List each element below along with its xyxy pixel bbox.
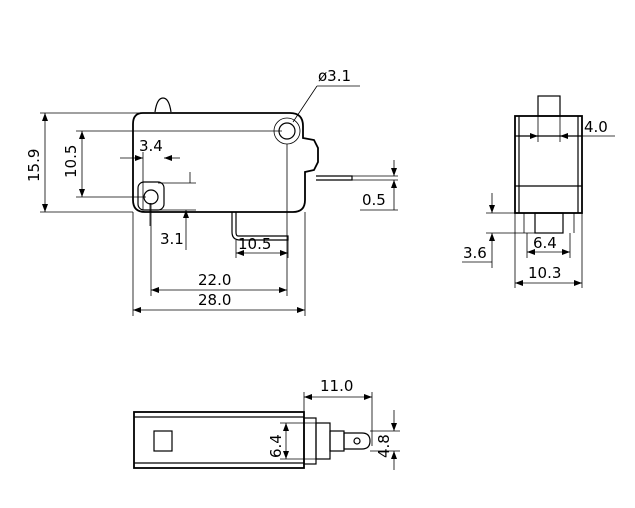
side-body [514, 115, 583, 214]
side-view: 4.0 3.6 6.4 10.3 [462, 95, 615, 288]
terminal-base [303, 417, 317, 465]
dim-total-height: 15.9 [25, 149, 43, 182]
dim-plunger-width: 4.0 [584, 118, 608, 136]
bottom-terminal [231, 212, 289, 241]
dim-body-length: 28.0 [198, 291, 231, 309]
dim-terminal-length: 10.5 [238, 235, 271, 253]
dim-body-width: 10.3 [528, 264, 561, 282]
hole-diameter-label: ø3.1 [318, 67, 351, 85]
dim-hole-height: 10.5 [62, 145, 80, 178]
switch-body [132, 112, 319, 213]
bottom-mounting-hole [143, 189, 159, 205]
actuator-bump [154, 97, 172, 113]
side-terminal-block [534, 212, 564, 234]
dim-terminal-height: 3.6 [463, 244, 487, 262]
dim-inner-width: 6.4 [533, 234, 557, 252]
dim-terminal-thickness: 0.5 [362, 191, 386, 209]
dim-tab-width: 4.8 [375, 434, 393, 458]
side-terminal [316, 175, 353, 181]
dim-hole-offset-y: 3.1 [160, 230, 184, 248]
window [153, 430, 173, 452]
dim-hole-spacing: 22.0 [198, 271, 231, 289]
dim-terminal-length-bottom: 11.0 [320, 377, 353, 395]
dim-hole-offset-x: 3.4 [139, 137, 163, 155]
front-view: ø3.1 15.9 10.5 3.4 3.1 [25, 67, 398, 316]
dim-terminal-width-bottom: 6.4 [267, 434, 285, 458]
plunger [537, 95, 561, 117]
bottom-view: 11.0 6.4 4.8 [133, 377, 400, 470]
quick-connect-tab [343, 432, 371, 450]
